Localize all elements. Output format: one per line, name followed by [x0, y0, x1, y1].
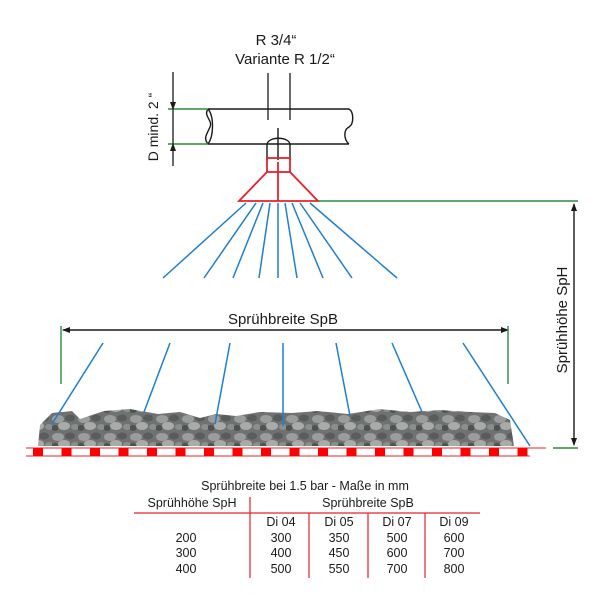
table-cell: 800 [444, 562, 465, 576]
table-col-header: Di 04 [266, 515, 295, 529]
ground-stripe [26, 447, 546, 457]
spray-line [291, 202, 324, 279]
ground-stripe-block [61, 448, 72, 456]
spray-fan-upper [162, 202, 398, 279]
spray-height-label: Sprühhöhe SpH [554, 267, 571, 374]
table-col-header: Di 05 [324, 515, 353, 529]
table-cell: 400 [271, 546, 292, 560]
spray-fan-lower [51, 342, 531, 447]
ground-stripe-block [403, 448, 414, 456]
spray-line [203, 202, 257, 279]
ground-stripe-block [204, 448, 214, 456]
ground-stripe-block [489, 448, 499, 456]
ground-stripe-block [460, 448, 471, 456]
table-col-header: Di 07 [382, 515, 411, 529]
ground-stripe-block [289, 448, 300, 456]
table-cell: 500 [271, 562, 292, 576]
spray-line [299, 202, 353, 279]
table-cell-sph: 300 [176, 546, 197, 560]
ground-stripe-block [432, 448, 442, 456]
ground-stripe-block [346, 448, 357, 456]
table-columns: Di 04 Di 05 Di 07 Di 09 [266, 515, 468, 529]
spray-line [258, 202, 271, 279]
table-cell-sph: 400 [176, 562, 197, 576]
spray-line [51, 342, 104, 425]
table-col-header: Di 09 [439, 515, 468, 529]
ground-stripe-block [90, 448, 100, 456]
table-cell: 500 [387, 531, 408, 545]
nozzle-body [236, 157, 321, 202]
spray-line [214, 342, 231, 425]
table-cell: 600 [387, 546, 408, 560]
table-cell: 700 [387, 562, 408, 576]
thread-label-variant: Variante R 1/2“ [235, 51, 335, 68]
table-cell: 350 [329, 531, 350, 545]
spray-line [335, 342, 351, 417]
table-row: 400 500 550 700 800 [176, 562, 465, 576]
table-cell: 700 [444, 546, 465, 560]
table-cell: 450 [329, 546, 350, 560]
thread-label-main: R 3/4“ [256, 32, 297, 49]
spray-line [232, 202, 264, 279]
ground-stripe-block [318, 448, 328, 456]
spray-line [309, 202, 398, 279]
table-cell: 300 [271, 531, 292, 545]
ground-stripe-block [261, 448, 271, 456]
spray-line [391, 342, 423, 413]
ground-stripe-block [232, 448, 243, 456]
table-cell: 600 [444, 531, 465, 545]
spray-line [284, 202, 298, 279]
ground-stripe-block [33, 448, 43, 456]
table-row: 300 400 450 600 700 [176, 546, 465, 560]
ground-stripe-block [375, 448, 385, 456]
pipe-diameter-label: D mind. 2 “ [145, 92, 161, 161]
ground-stripe-block [118, 448, 129, 456]
ground-stripe-block [175, 448, 186, 456]
table-cell-sph: 200 [176, 531, 197, 545]
ground-stripe-block [517, 448, 528, 456]
ground-stripe-block [147, 448, 157, 456]
table-row-header: Sprühhöhe SpH [148, 496, 237, 510]
table-group-header: Sprühbreite SpB [322, 496, 414, 510]
table-row: 200 300 350 500 600 [176, 531, 465, 545]
spray-width-label: Sprühbreite SpB [228, 311, 338, 328]
spray-line [143, 342, 171, 413]
gravel-bed [38, 409, 514, 446]
spray-line [462, 342, 531, 447]
spray-line [162, 202, 247, 279]
table-cell: 550 [329, 562, 350, 576]
table-title: Sprühbreite bei 1.5 bar - Maße in mm [201, 479, 409, 493]
